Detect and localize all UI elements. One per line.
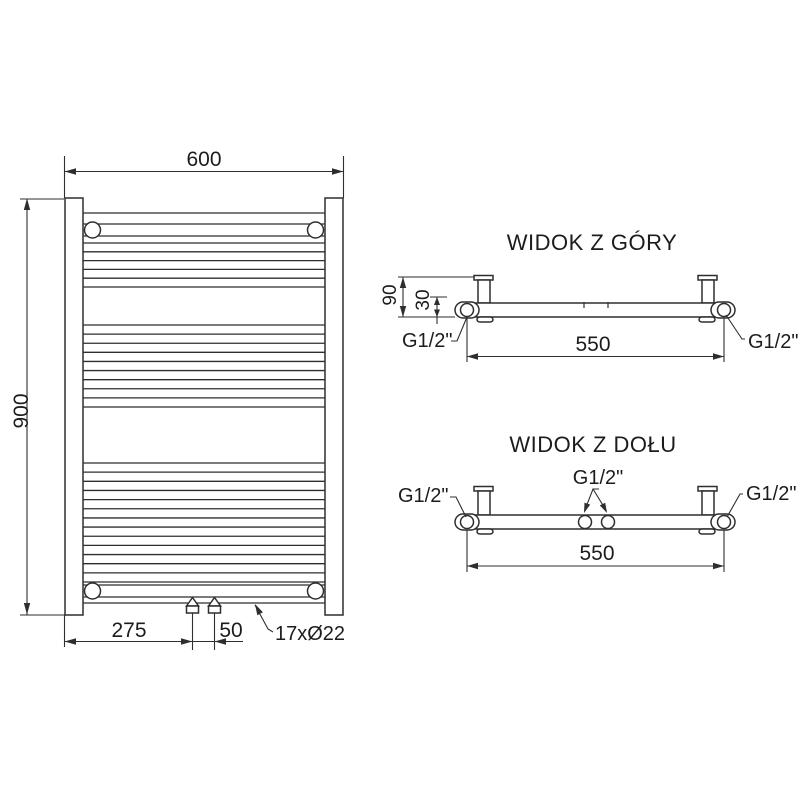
valve-right [207, 596, 222, 650]
bracket-left [473, 274, 494, 304]
dim-depth-label: 90 [380, 284, 401, 305]
thread-callout-top-left: G1/2" [402, 316, 468, 352]
bracket-foot-left [476, 316, 494, 323]
dim-valve-offset-label: 275 [111, 619, 146, 642]
mount-circle-top-right [306, 221, 325, 239]
thread-label-bottom-right: G1/2" [746, 483, 796, 505]
dim-width-label: 600 [186, 148, 221, 171]
mount-circle-top-left [83, 221, 102, 239]
valve-hole-left [577, 514, 593, 530]
dimension-depth: 90 [380, 277, 455, 318]
dim-valve-spacing-label: 50 [219, 619, 242, 642]
bracket-right [697, 485, 718, 516]
dim-height-label: 900 [10, 393, 33, 428]
tube-spec-label: 17xØ22 [275, 623, 345, 645]
valve-hole-right [600, 514, 616, 530]
bracket-left [473, 485, 494, 516]
tube-spec-callout: 17xØ22 [254, 604, 345, 645]
right-rail [324, 197, 344, 616]
dim-span-bottom-label: 550 [579, 542, 614, 565]
dimension-axis: 30 [413, 289, 447, 324]
thread-label-bottom-center: G1/2" [573, 467, 623, 489]
bracket-right [697, 274, 718, 304]
thread-label-top-right: G1/2" [748, 331, 798, 353]
tube-lines [83, 242, 325, 583]
thread-hole-left [459, 302, 475, 318]
bracket-foot-right [698, 316, 716, 323]
thread-callout-top-right: G1/2" [725, 314, 798, 353]
thread-label-top-left: G1/2" [402, 330, 452, 352]
thread-callout-bottom-center: G1/2" [573, 467, 623, 513]
front-view: 600 900 275 50 17xØ22 [10, 148, 345, 650]
thread-hole-right [716, 302, 732, 318]
thread-hole-right [716, 514, 732, 530]
dimension-span-bottom: 550 [466, 530, 725, 572]
bracket-foot-right [698, 528, 716, 535]
mount-circle-bottom-right [306, 582, 325, 600]
bottom-view-title: WIDOK Z DOŁU [509, 432, 676, 457]
dim-span-top-label: 550 [575, 333, 610, 356]
dimension-width: 600 [63, 148, 345, 198]
bracket-foot-left [476, 528, 494, 535]
top-view-title: WIDOK Z GÓRY [507, 230, 678, 255]
thread-callout-bottom-left: G1/2" [398, 485, 467, 518]
mount-circle-bottom-left [83, 582, 102, 600]
dim-axis-label: 30 [413, 289, 434, 310]
thread-hole-left [459, 514, 475, 530]
dimension-valve-position: 275 50 [63, 615, 243, 647]
bottom-view: WIDOK Z DOŁU G1/2" [398, 432, 796, 572]
tube-bar [466, 514, 724, 530]
valve-left [185, 596, 200, 650]
dimension-height: 900 [10, 198, 83, 616]
left-rail [64, 197, 84, 616]
thread-callout-bottom-right: G1/2" [726, 483, 796, 518]
dimension-span-top: 550 [466, 318, 725, 362]
top-view: WIDOK Z GÓRY 90 [380, 230, 798, 362]
tube-bar [466, 302, 724, 318]
thread-label-bottom-left: G1/2" [398, 485, 448, 507]
